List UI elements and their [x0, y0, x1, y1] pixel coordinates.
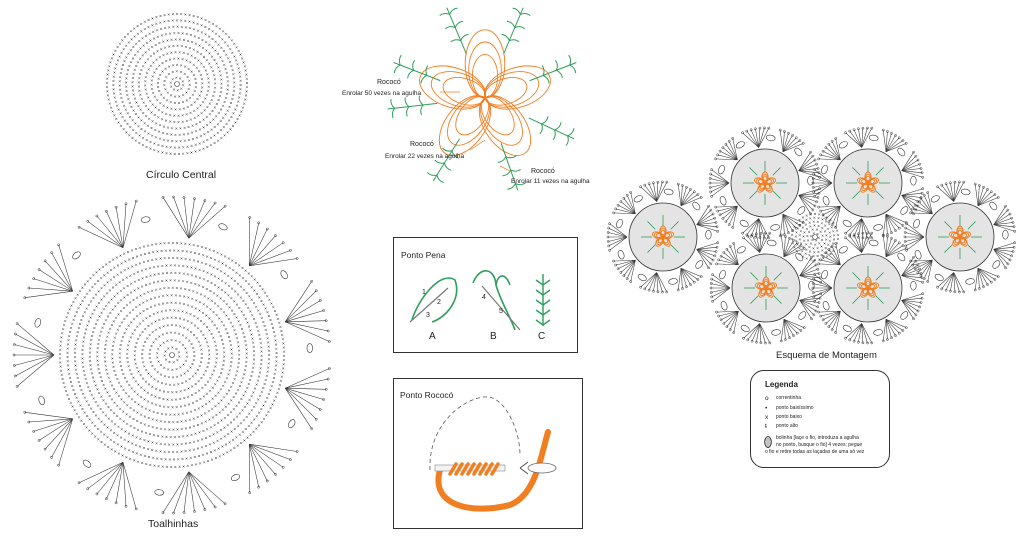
rococo-spray-5	[528, 116, 575, 147]
rococo-spray-3	[501, 7, 531, 54]
rococo-callout-pointer-3	[499, 165, 513, 173]
central-circle-rings	[105, 12, 249, 156]
pena-step-c-feather	[535, 274, 551, 326]
rococo-callout-3-title: Rococó	[531, 168, 555, 175]
assembly-motif-5	[811, 231, 925, 345]
pena-number-5: 5	[499, 308, 503, 315]
assembly-motif-4	[709, 231, 823, 345]
rococo-spray-2	[439, 7, 469, 54]
pena-number-1: 1	[422, 289, 426, 296]
rococo-needle-eye	[527, 462, 557, 474]
legend-text-slip: ponto baixíssimo	[776, 405, 814, 411]
pena-step-a: A	[429, 331, 436, 342]
pena-number-2: 2	[437, 299, 441, 306]
pena-step-b: B	[490, 331, 497, 342]
assembly-caption: Esquema de Montagem	[776, 350, 877, 361]
legend-note-line-2: no ponto, busque o fio] 4 vezes; pegue	[776, 442, 863, 448]
rococo-callout-pointer-2	[469, 139, 486, 151]
legend-symbol-chain: o	[765, 395, 769, 402]
legend-text-single: ponto baixo	[776, 414, 802, 420]
assembly-motif-6	[903, 180, 1017, 294]
rococo-callout-1-note: Enrolar 50 vezes na agulha	[342, 90, 422, 97]
rococo-spray-7	[426, 138, 460, 183]
legend-note-line-3: o fio e retire todas as laçadas de uma s…	[765, 449, 865, 455]
doily-diagram	[12, 195, 331, 515]
legend-bobble-icon	[764, 436, 772, 448]
central-circle-caption: Círculo Central	[146, 169, 217, 181]
assembly-motif-6-border	[903, 180, 1017, 294]
rococo-callout-2-title: Rococó	[410, 141, 434, 148]
rococo-spray-6	[497, 143, 526, 191]
rococo-spray-4	[529, 54, 577, 84]
assembly-motif-3-border	[811, 126, 925, 240]
rococo-callout-2-note: Enrolar 22 vezes na agulha	[385, 153, 465, 160]
legend-symbol-double: ŧ	[765, 423, 767, 430]
legend-symbol-single: x	[765, 414, 769, 421]
assembly-motif-4-flower	[755, 276, 777, 298]
rococo-dashed-thread	[429, 396, 521, 471]
assembly-motif-1-border	[606, 180, 720, 294]
ponto-rococo-panel	[393, 378, 583, 529]
legend-text-chain: correntinha	[776, 395, 802, 401]
assembly-motif-5-border	[811, 231, 925, 345]
pena-step-c: C	[538, 331, 546, 342]
assembly-motif-2	[708, 126, 822, 240]
legend-title: Legenda	[765, 380, 798, 389]
pena-number-3: 3	[426, 312, 430, 319]
ponto-pena-title: Ponto Pena	[401, 250, 446, 260]
assembly-central-circle	[790, 212, 840, 262]
assembly-diagram	[606, 126, 1017, 345]
rococo-flower-petals	[419, 29, 551, 156]
rococo-thread	[435, 429, 551, 512]
assembly-motif-5-flower	[857, 276, 879, 298]
assembly-motif-2-border	[708, 126, 822, 240]
doily-lace-border	[12, 195, 331, 515]
ponto-rococo-title: Ponto Rococó	[400, 390, 454, 400]
ponto-pena-panel	[393, 237, 578, 353]
assembly-motif-4-border	[709, 231, 823, 345]
doily-caption: Toalhinhas	[148, 518, 199, 530]
pena-step-b-loop-2	[495, 275, 511, 286]
rococo-spray-1	[393, 54, 441, 84]
doily-center-rings	[58, 241, 286, 469]
legend-symbol-slip: •	[765, 405, 768, 412]
pena-step-b-needle	[481, 285, 521, 331]
pena-step-a-loop	[411, 277, 458, 323]
assembly-motif-2-flower	[754, 171, 776, 193]
legend-text-double: ponto alto	[776, 423, 798, 429]
assembly-motif-6-flower	[949, 225, 971, 247]
rococo-callout-3-note: Enrolar 11 vezes na agulha	[511, 178, 590, 185]
pena-number-4: 4	[482, 294, 486, 301]
rococo-coil	[434, 462, 506, 476]
assembly-motif-1-flower	[652, 225, 674, 247]
legend-note-line-1: bolinha [laçe o fio, introduza a agulha	[776, 435, 859, 441]
legend-box	[750, 370, 890, 468]
assembly-motif-3-flower	[857, 171, 879, 193]
assembly-motif-1	[606, 180, 720, 294]
rococo-needle-arrow	[519, 461, 529, 475]
assembly-motif-3	[811, 126, 925, 240]
rococo-spray-8	[387, 95, 438, 119]
pena-step-a-needle	[409, 287, 449, 323]
rococo-callout-1-title: Rococó	[377, 79, 401, 86]
